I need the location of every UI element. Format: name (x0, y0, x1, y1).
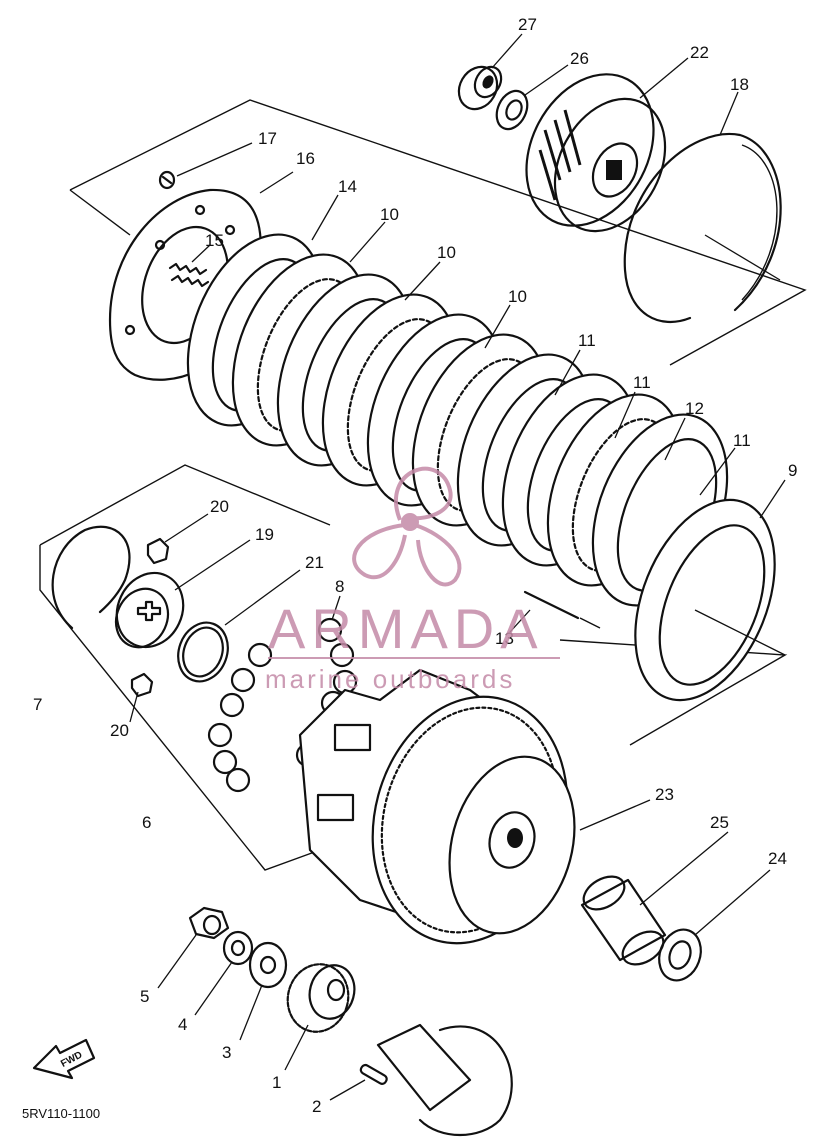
steel-balls-left-column (207, 642, 273, 793)
callout-14: 14 (338, 177, 357, 196)
watermark-brand: ARMADA (268, 597, 544, 660)
callout-18: 18 (730, 75, 749, 94)
part-13-push-rod (523, 590, 601, 629)
part-1-drive-gear (286, 963, 356, 1033)
part-2-key (359, 1063, 388, 1085)
callout-16: 16 (296, 149, 315, 168)
part-22-clutch-boss (525, 73, 667, 233)
part-17-screw (158, 170, 176, 190)
upper-group-outline (69, 99, 807, 366)
callout-10c: 10 (508, 287, 527, 306)
callout-labels: 27 26 22 18 17 16 14 15 10 10 10 11 11 1… (33, 15, 797, 1116)
callout-17: 17 (258, 129, 277, 148)
callout-20a: 20 (210, 497, 229, 516)
watermark-tagline: marine outboards (265, 664, 515, 694)
callout-23: 23 (655, 785, 674, 804)
clutch-plate-stack (186, 233, 786, 702)
part-3-washer (248, 941, 288, 989)
part-26-washer (495, 89, 529, 131)
callout-10b: 10 (437, 243, 456, 262)
callout-27: 27 (518, 15, 537, 34)
callout-8: 8 (335, 577, 344, 596)
callout-24: 24 (768, 849, 787, 868)
part-4-lock-washer (222, 930, 254, 966)
lower-group-outline-bottom (39, 545, 321, 871)
part-19-pressure-cam (114, 571, 185, 649)
callout-3: 3 (222, 1043, 231, 1062)
callout-4: 4 (178, 1015, 187, 1034)
armada-watermark: ARMADA marine outboards (265, 466, 560, 694)
callout-19: 19 (255, 525, 274, 544)
lower-group-outline (39, 464, 331, 546)
part-24-washer (658, 928, 702, 982)
callout-7: 7 (33, 695, 42, 714)
leader-lines (129, 33, 786, 1101)
callout-21: 21 (305, 553, 324, 572)
propeller-logo-icon (352, 466, 462, 587)
part-15-spring (168, 262, 210, 288)
part-27-bearing (457, 65, 503, 111)
callout-6: 6 (142, 813, 151, 832)
callout-10a: 10 (380, 205, 399, 224)
part-5-nut (188, 906, 230, 940)
crankshaft (376, 1023, 513, 1137)
fwd-arrow-icon: FWD (32, 1038, 96, 1080)
part-20-block-upper (146, 537, 170, 565)
callout-11a: 11 (578, 331, 596, 350)
part-7-circlip (51, 525, 131, 630)
part-9-clutch-plate (634, 498, 776, 702)
callout-20b: 20 (110, 721, 129, 740)
callout-13: 13 (495, 629, 514, 648)
part-21-ring (177, 621, 229, 683)
callout-1: 1 (272, 1073, 281, 1092)
callout-22: 22 (690, 43, 709, 62)
callout-5: 5 (140, 987, 149, 1006)
part-25-sleeve (580, 875, 667, 966)
callout-12: 12 (685, 399, 704, 418)
part-20-block-lower (130, 672, 154, 698)
diagram-code: 5RV110-1100 (22, 1106, 100, 1121)
callout-26: 26 (570, 49, 589, 68)
callout-9: 9 (788, 461, 797, 480)
callout-15: 15 (205, 231, 224, 250)
callout-11c: 11 (733, 431, 751, 450)
part-18-circlip (623, 132, 782, 323)
callout-25: 25 (710, 813, 729, 832)
part-23-clutch-housing (298, 668, 576, 945)
callout-11b: 11 (633, 373, 651, 392)
upper-group-outline-left (69, 189, 131, 236)
callout-2: 2 (312, 1097, 321, 1116)
